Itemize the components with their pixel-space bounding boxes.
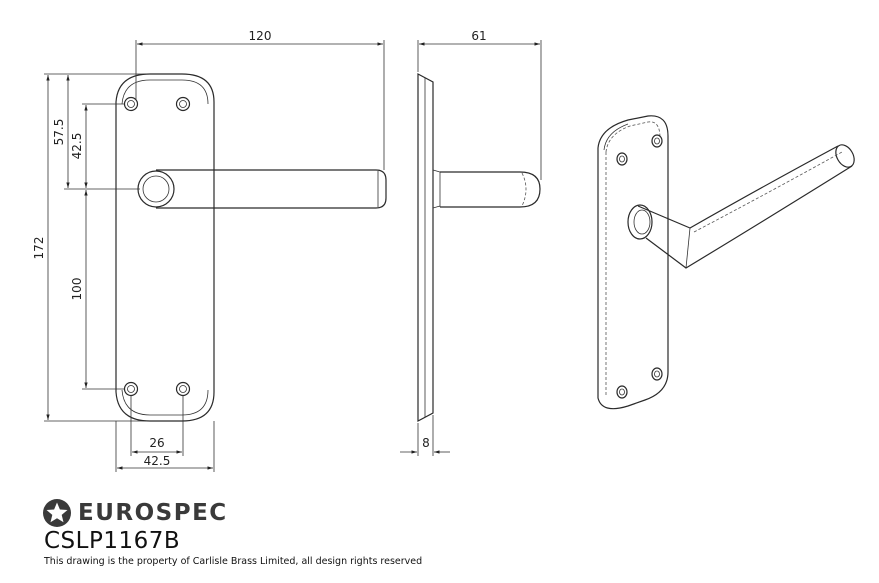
iso-lever	[637, 145, 853, 269]
iso-fixing-holes	[616, 134, 663, 399]
side-plate	[417, 73, 434, 422]
star-in-circle-icon	[43, 499, 71, 527]
dim-thickness-label: 8	[422, 436, 430, 450]
iso-backplate	[597, 115, 669, 410]
front-lever	[156, 169, 387, 209]
front-dimensions: 120 172 57.5 42.5 100 26 42.5	[32, 29, 385, 472]
isometric-view	[597, 115, 855, 410]
iso-rose	[627, 204, 653, 240]
side-lever	[440, 171, 541, 208]
dim-height-label: 172	[32, 237, 46, 260]
front-fixing-holes	[123, 96, 191, 397]
dim-hole-spacing-label: 26	[149, 436, 164, 450]
dim-top-spindle-label: 57.5	[52, 119, 66, 146]
dim-backplate-width-label: 42.5	[144, 454, 171, 468]
front-backplate	[115, 73, 215, 422]
brand-block: EUROSPEC	[42, 498, 228, 528]
dim-width-label: 120	[249, 29, 272, 43]
side-view	[417, 73, 541, 422]
product-code: CSLP1167B	[44, 528, 181, 554]
copyright-notice: This drawing is the property of Carlisle…	[44, 556, 423, 567]
brand-name: EUROSPEC	[78, 500, 228, 526]
dim-hole-spindle-label: 42.5	[70, 133, 84, 160]
technical-drawing: 120 172 57.5 42.5 100 26 42.5	[32, 29, 855, 472]
dim-depth-label: 61	[471, 29, 486, 43]
dim-fixing-centres-label: 100	[70, 278, 84, 301]
front-view	[115, 73, 387, 422]
side-dimensions: 61 8	[400, 29, 542, 456]
